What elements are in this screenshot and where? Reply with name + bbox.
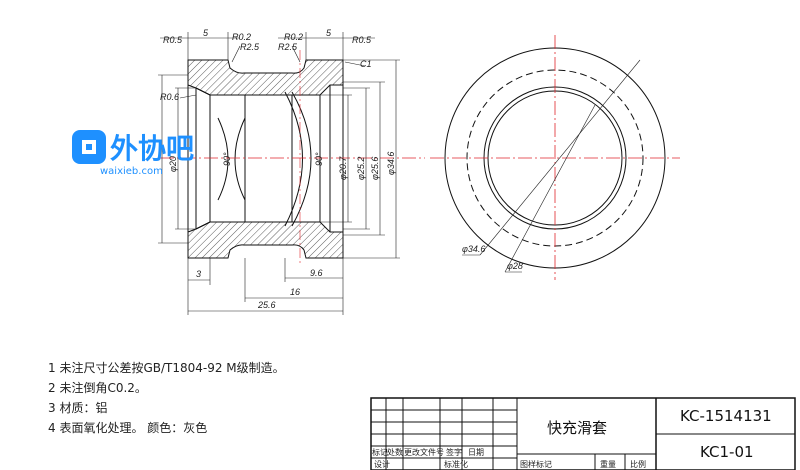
tb-label-count: 处数 <box>387 447 403 457</box>
note-1: 1 未注尺寸公差按GB/T1804-92 M级制造。 <box>48 360 285 375</box>
tb-label-date: 日期 <box>468 448 484 457</box>
dim-r06: R0.6 <box>160 92 179 102</box>
logo-text: 外协吧 <box>110 132 194 165</box>
front-dimension-lines <box>158 32 400 315</box>
dim-9-6: 9.6 <box>310 268 323 278</box>
dim-r25-right: R2.5 <box>278 42 298 52</box>
tb-label-drawing-mark: 图样标记 <box>520 459 552 469</box>
dim-16: 16 <box>290 287 300 297</box>
dim-r02-right: R0.2 <box>284 32 303 42</box>
tb-drawing-number: KC-1514131 <box>680 407 772 425</box>
note-3: 3 材质：铝 <box>48 400 107 415</box>
watermark-logo: 外协吧 waixieb.com <box>72 130 194 177</box>
note-4: 4 表面氧化处理。 颜色：灰色 <box>48 420 207 435</box>
front-section-view <box>187 59 344 259</box>
tb-label-standard: 标准化 <box>444 459 468 469</box>
tb-label-design: 设计 <box>374 459 390 469</box>
note-2: 2 未注倒角C0.2。 <box>48 380 147 395</box>
tb-label-mark: 标记 <box>372 447 388 457</box>
dim-angle-left: 90° <box>222 152 232 166</box>
dim-r25-left: R2.5 <box>240 42 260 52</box>
dim-d207: φ20.7 <box>338 156 348 180</box>
dim-angle-right: 90° <box>314 152 324 166</box>
dim-25-6: 25.6 <box>257 300 276 310</box>
dim-side-d28: φ28 <box>507 261 523 271</box>
title-block <box>370 397 796 470</box>
front-dimension-texts: R0.5 5 R0.2 R2.5 R0.2 R2.5 5 R0.5 C1 R0.… <box>160 28 396 310</box>
dim-r02-left: R0.2 <box>232 32 251 42</box>
tb-part-name: 快充滑套 <box>547 419 607 437</box>
section-hatch-bottom <box>187 221 344 259</box>
dim-r05-left: R0.5 <box>163 35 183 45</box>
tb-label-sign: 签字 <box>446 447 462 457</box>
dim-5-right: 5 <box>326 28 332 38</box>
dim-d346: φ34.6 <box>386 152 396 175</box>
dim-d252: φ25.2 <box>356 157 366 180</box>
dim-r05-right: R0.5 <box>352 35 372 45</box>
dim-side-d346: φ34.6 <box>462 244 485 254</box>
dim-3: 3 <box>196 269 201 279</box>
title-block-texts: 标记 处数 更改文件号 签字 日期 设计 标准化 图样标记 重量 比例 快充滑套… <box>372 407 772 469</box>
side-dimension-lines <box>462 59 641 273</box>
tb-label-weight: 重量 <box>600 459 616 469</box>
dim-d256: φ25.6 <box>370 157 380 180</box>
dim-c1: C1 <box>360 59 372 69</box>
section-hatch-top <box>187 59 344 96</box>
technical-notes: 1 未注尺寸公差按GB/T1804-92 M级制造。 2 未注倒角C0.2。 3… <box>48 360 285 435</box>
tb-part-number: KC1-01 <box>700 443 754 461</box>
logo-url: waixieb.com <box>100 166 163 177</box>
dim-5-left: 5 <box>203 28 209 38</box>
tb-label-change-doc: 更改文件号 <box>404 447 444 457</box>
tb-label-scale: 比例 <box>630 459 646 469</box>
dim-d20: φ20 <box>168 156 178 172</box>
